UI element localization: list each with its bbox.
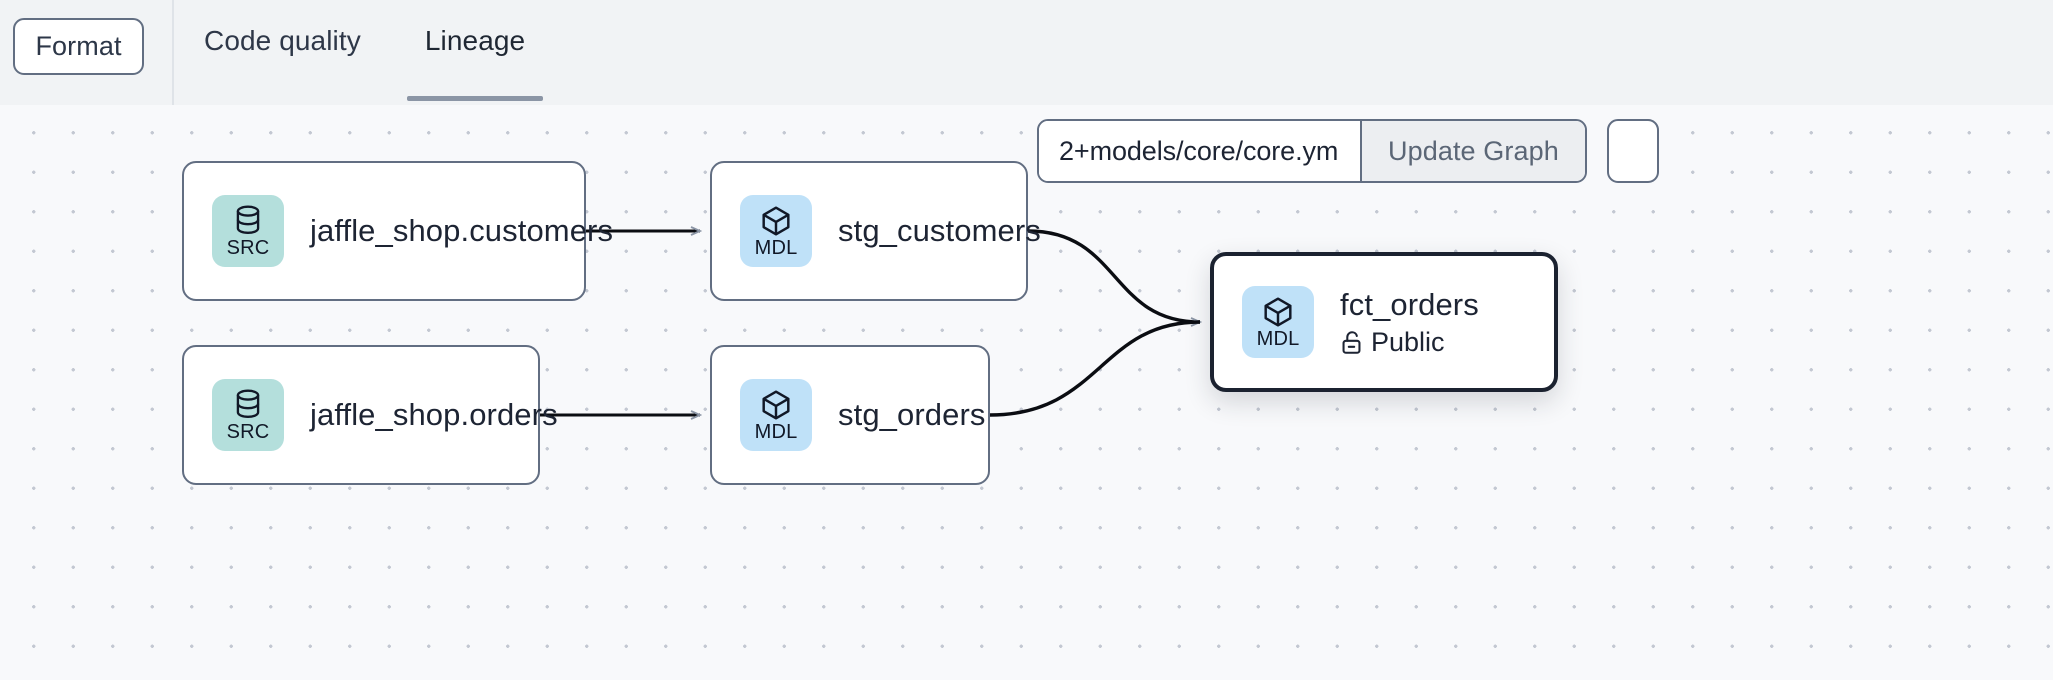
mdl-badge: MDL: [740, 195, 812, 267]
mdl-badge-label: MDL: [1256, 327, 1300, 350]
node-body: jaffle_shop.orders: [310, 397, 558, 433]
node-title: jaffle_shop.customers: [310, 213, 614, 248]
node-body: stg_orders: [838, 397, 985, 433]
cube-icon: [762, 205, 790, 236]
node-body: stg_customers: [838, 213, 1041, 249]
node-body: jaffle_shop.customers: [310, 213, 613, 249]
selector-input[interactable]: [1039, 121, 1360, 181]
src-badge-label: SRC: [226, 420, 270, 443]
tab-bar: Code quality Lineage: [172, 0, 557, 105]
database-icon: [236, 389, 260, 418]
lineage-node-fct-orders[interactable]: MDL fct_orders Public: [1210, 252, 1558, 392]
tab-code-quality-label: Code quality: [204, 25, 361, 56]
lineage-node-src-customers[interactable]: SRC jaffle_shop.customers: [182, 161, 613, 301]
cube-icon: [762, 389, 790, 420]
unlock-icon: [1342, 330, 1361, 354]
node-body: fct_orders Public: [1340, 287, 1479, 358]
tab-code-quality[interactable]: Code quality: [172, 0, 393, 105]
graph-toolbar-extra-button[interactable]: [1606, 119, 1659, 183]
database-icon: [236, 205, 260, 234]
tab-active-underline: [406, 96, 544, 101]
mdl-badge-label: MDL: [754, 420, 798, 443]
lineage-canvas[interactable]: SRC jaffle_shop.customers SRC jaffle_sho…: [0, 105, 2053, 680]
lineage-node-src-orders[interactable]: SRC jaffle_shop.orders: [182, 345, 558, 485]
top-toolbar: Format Code quality Lineage: [0, 0, 2053, 105]
tab-lineage-label: Lineage: [424, 25, 526, 56]
selector-group: Update Graph: [1037, 119, 1587, 183]
toolbar-divider: [172, 0, 174, 105]
src-badge: SRC: [212, 379, 284, 451]
update-graph-button[interactable]: Update Graph: [1362, 121, 1585, 181]
edge-stg-customers-to-fct-orders: [1027, 229, 1200, 322]
format-zone: Format: [0, 0, 172, 105]
lineage-node-stg-orders[interactable]: MDL stg_orders: [710, 345, 990, 485]
lineage-node-stg-customers[interactable]: MDL stg_customers: [710, 161, 1041, 301]
graph-toolbar: Update Graph: [1037, 119, 1659, 183]
src-badge: SRC: [212, 195, 284, 267]
src-badge-label: SRC: [226, 236, 270, 259]
node-title: fct_orders: [1340, 286, 1479, 322]
mdl-badge: MDL: [1242, 286, 1314, 358]
edge-stg-orders-to-fct-orders: [989, 320, 1201, 417]
node-visibility-label: Public: [1371, 326, 1445, 357]
mdl-badge-label: MDL: [754, 236, 798, 259]
node-title: jaffle_shop.orders: [310, 397, 558, 432]
selector-divider: [1360, 121, 1362, 181]
format-button[interactable]: Format: [13, 18, 144, 75]
node-title: stg_orders: [838, 397, 986, 432]
node-visibility: Public: [1340, 327, 1479, 358]
tab-lineage[interactable]: Lineage: [393, 0, 557, 105]
cube-icon: [1264, 296, 1292, 327]
node-title: stg_customers: [838, 213, 1041, 248]
mdl-badge: MDL: [740, 379, 812, 451]
